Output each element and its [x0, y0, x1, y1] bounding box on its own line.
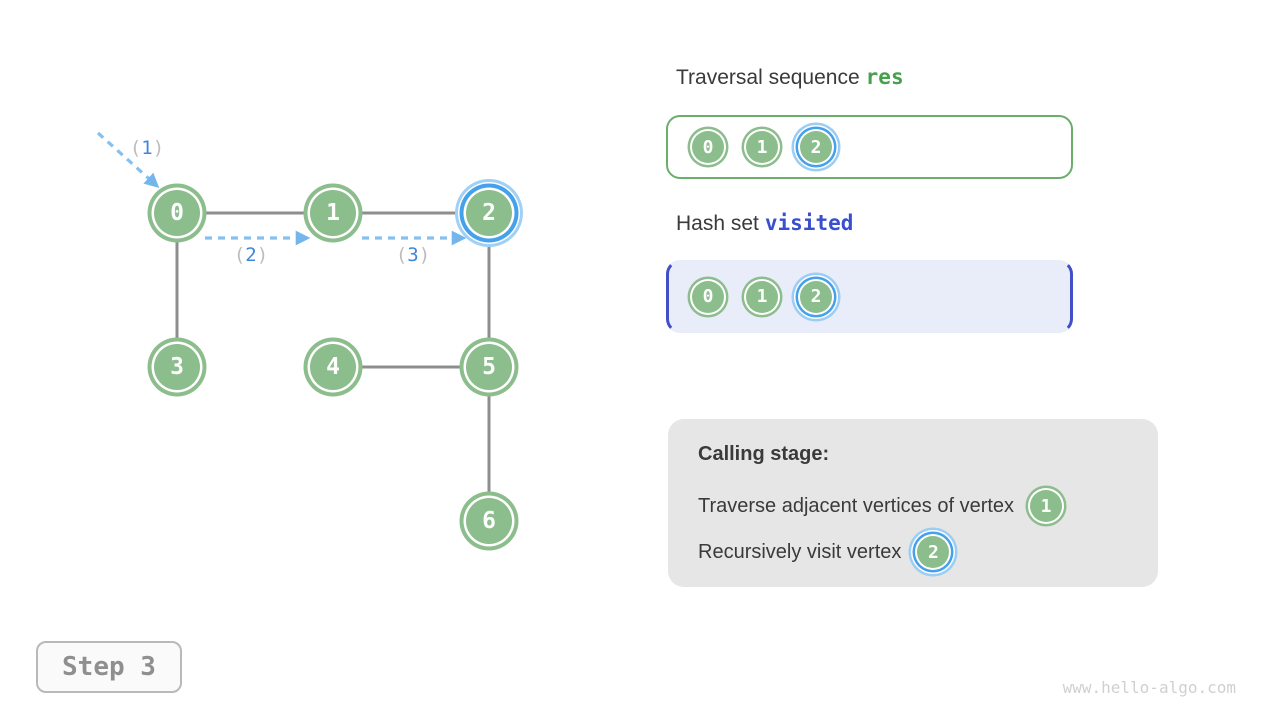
graph-node-6: 6	[466, 498, 512, 544]
calling-stage-panel: Calling stage: Traverse adjacent vertice…	[668, 419, 1158, 587]
res-panel-title-text: Traversal sequence	[676, 66, 860, 89]
calling-stage-line-2-node-highlighted: 2	[917, 536, 950, 568]
res-item-2-highlighted: 2	[800, 131, 832, 163]
visited-panel-title-code: visited	[764, 211, 854, 235]
visited-item-2-highlighted: 2	[800, 280, 832, 313]
calling-stage-line-1-node: 1	[1030, 490, 1063, 522]
traversal-arrows	[96, 131, 467, 246]
graph-node-5-label: 5	[482, 354, 496, 380]
visited-item-1: 1	[746, 280, 778, 313]
arrow-step-label-1: (1)	[129, 137, 165, 159]
calling-stage-line-1-text: Traverse adjacent vertices of vertex	[698, 494, 1015, 517]
graph-edges-layer	[96, 131, 491, 521]
graph-node-1-label: 1	[326, 200, 340, 226]
graph-node-2-label: 2	[482, 200, 496, 226]
calling-stage-line-1: Traverse adjacent vertices of vertex 1	[698, 483, 1063, 529]
arrow-step-label-3: (3)	[395, 244, 431, 266]
calling-stage-line-2-text: Recursively visit vertex	[698, 540, 902, 563]
visited-panel-title-text: Hash set	[676, 212, 759, 235]
graph-node-1: 1	[310, 190, 356, 236]
graph-node-4: 4	[310, 344, 356, 390]
visited-hash-set-box: 0 1 2	[666, 260, 1073, 333]
graph-node-0: 0	[154, 190, 200, 236]
graph-edges	[175, 211, 491, 521]
graph-node-3: 3	[154, 344, 200, 390]
res-item-0: 0	[692, 131, 724, 163]
step-badge: Step 3	[36, 641, 182, 693]
res-sequence-box: 0 1 2	[666, 115, 1073, 179]
res-item-1: 1	[746, 131, 778, 163]
calling-stage-line-2: Recursively visit vertex 2	[698, 529, 950, 575]
graph-node-5: 5	[466, 344, 512, 390]
arrow-step-label-2: (2)	[233, 244, 269, 266]
graph-node-4-label: 4	[326, 354, 340, 380]
visited-item-0: 0	[692, 280, 724, 313]
graph-node-2-highlighted: 2	[466, 190, 512, 236]
graph-node-6-label: 6	[482, 508, 496, 534]
res-panel-title-code: res	[865, 65, 904, 89]
graph-node-0-label: 0	[170, 200, 184, 226]
graph-node-3-label: 3	[170, 354, 184, 380]
watermark-url: www.hello-algo.com	[1062, 678, 1236, 697]
calling-stage-title: Calling stage:	[698, 443, 830, 465]
